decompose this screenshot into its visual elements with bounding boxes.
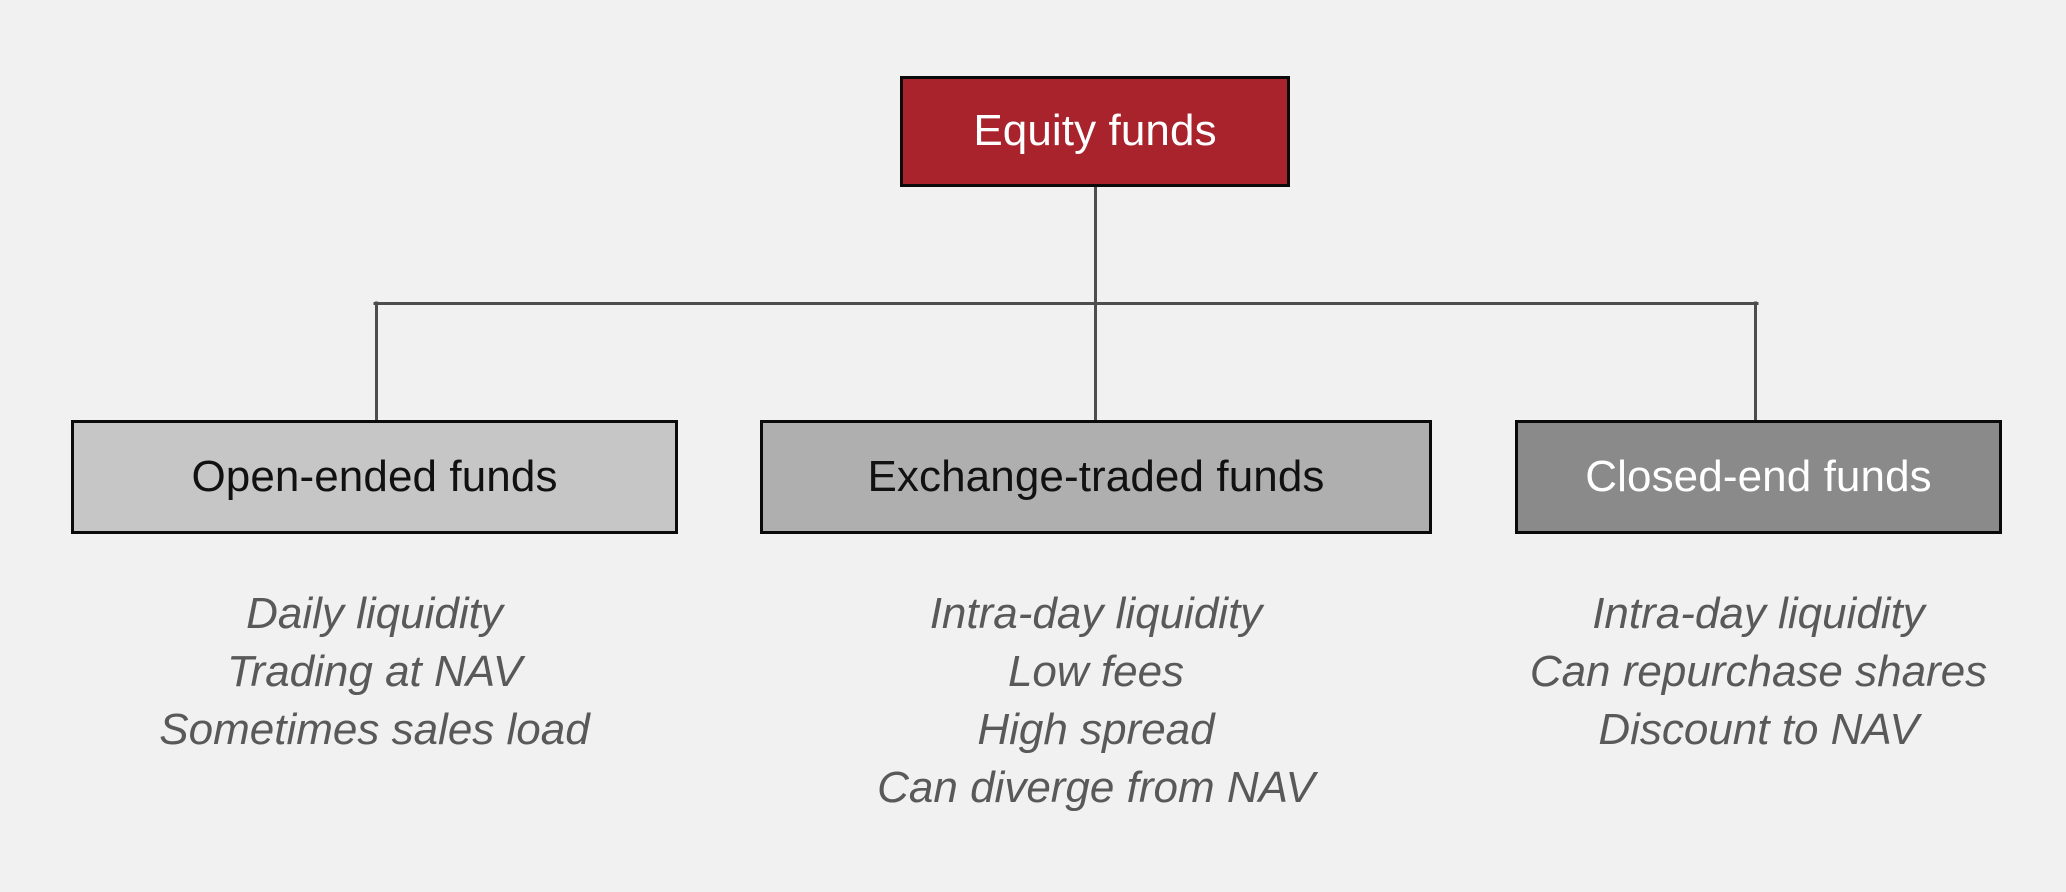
node-equity-funds[interactable]: Equity funds [900, 76, 1290, 187]
node-open-ended-funds-label: Open-ended funds [191, 451, 558, 501]
caption-closed-end-funds: Intra-day liquidity Can repurchase share… [1500, 585, 2017, 759]
node-closed-end-funds-label: Closed-end funds [1585, 451, 1932, 501]
caption-exchange-traded-funds: Intra-day liquidity Low fees High spread… [760, 585, 1432, 817]
node-closed-end-funds[interactable]: Closed-end funds [1515, 420, 2002, 534]
caption-open-ended-funds: Daily liquidity Trading at NAV Sometimes… [71, 585, 678, 759]
node-exchange-traded-funds-label: Exchange-traded funds [867, 451, 1325, 501]
node-equity-funds-label: Equity funds [973, 106, 1217, 156]
caption-line: Daily liquidity [246, 589, 503, 638]
caption-line: Can diverge from NAV [877, 763, 1315, 812]
caption-line: Can repurchase shares [1529, 647, 1988, 696]
node-exchange-traded-funds[interactable]: Exchange-traded funds [760, 420, 1432, 534]
caption-line: Trading at NAV [226, 647, 523, 696]
caption-line: High spread [977, 705, 1215, 754]
caption-line: Sometimes sales load [159, 705, 590, 754]
caption-line: Intra-day liquidity [929, 589, 1263, 638]
caption-line: Discount to NAV [1598, 705, 1919, 754]
caption-line: Intra-day liquidity [1592, 589, 1925, 638]
node-open-ended-funds[interactable]: Open-ended funds [71, 420, 678, 534]
caption-line: Low fees [1007, 647, 1185, 696]
